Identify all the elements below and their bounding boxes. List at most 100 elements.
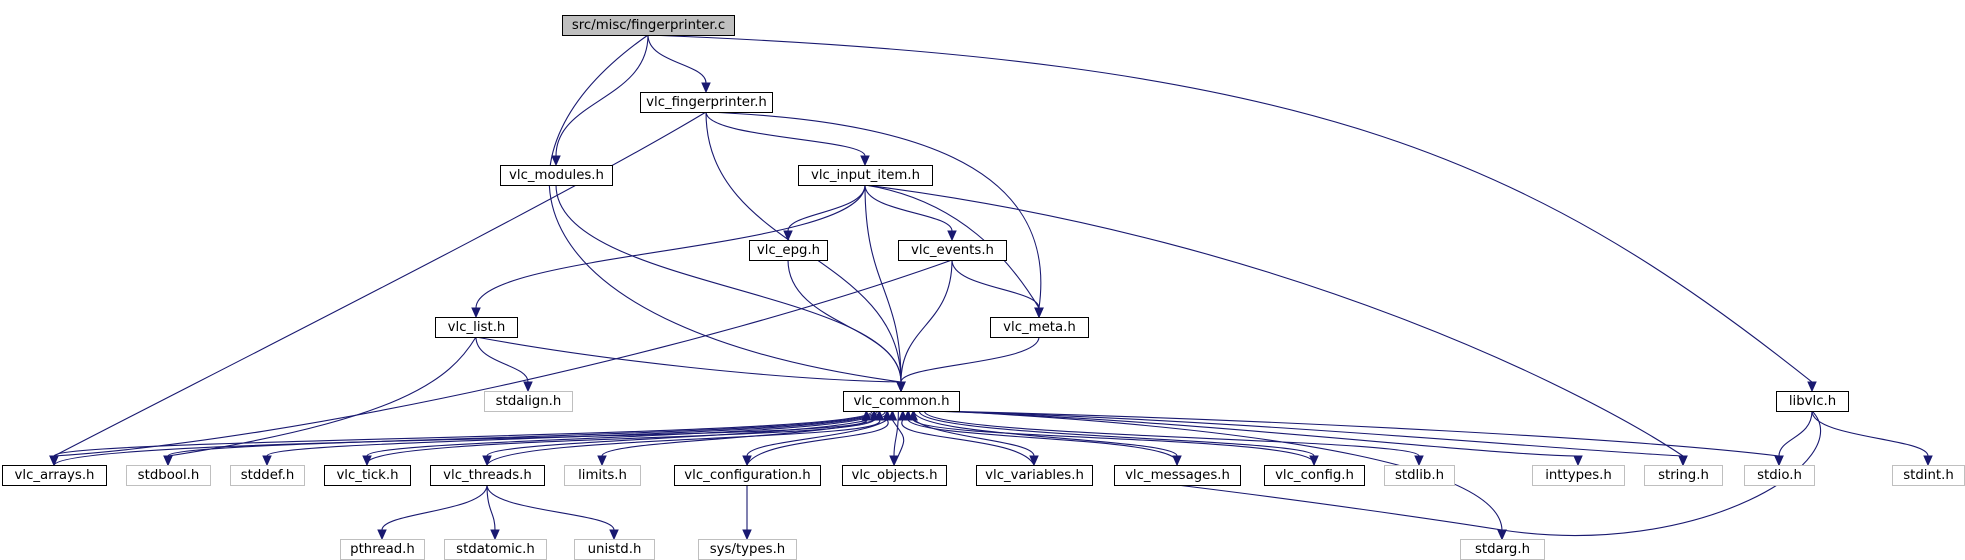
node-vlc-threads-h[interactable]: vlc_threads.h	[430, 465, 545, 486]
edge-line	[486, 410, 886, 457]
arrowhead	[1678, 455, 1688, 467]
arrowhead	[523, 381, 533, 393]
edge-vlc-common-h-to-stdbool-h	[163, 410, 876, 467]
edge-line	[864, 184, 1040, 309]
edge-vlc-common-h-to-stddef-h	[262, 410, 879, 467]
node-box	[500, 165, 613, 186]
node-vlc-objects-h[interactable]: vlc_objects.h	[842, 465, 947, 486]
node-box	[562, 15, 735, 36]
node-stdbool-h: stdbool.h	[126, 465, 211, 486]
node-vlc-events-h[interactable]: vlc_events.h	[898, 240, 1007, 261]
node-box	[564, 465, 641, 486]
edge-line	[366, 410, 881, 457]
edge-root-to-libvlc-h	[647, 34, 1817, 393]
edge-line	[1811, 410, 1929, 457]
edge-line	[486, 484, 615, 531]
node-stdlib-h: stdlib.h	[1384, 465, 1455, 486]
arrowhead	[1034, 307, 1044, 319]
node-label: unistd.h	[588, 542, 642, 557]
edge-vlc-common-h-to-stdio-h	[939, 410, 1784, 467]
node-label: sys/types.h	[710, 542, 786, 557]
edge-line	[548, 34, 902, 383]
node-vlc-arrays-h[interactable]: vlc_arrays.h	[2, 465, 107, 486]
edge-line	[934, 410, 1684, 457]
edge-vlc-threads-h-to-pthread-h	[377, 484, 488, 541]
node-root[interactable]: src/misc/fingerprinter.c	[562, 15, 735, 36]
arrowhead	[742, 529, 752, 541]
edge-vlc-fingerprinter-h-to-vlc-arrays-h	[49, 111, 707, 467]
edge-vlc-meta-h-to-vlc-common-h	[896, 336, 1040, 393]
arrowhead	[1029, 455, 1039, 467]
edge-line	[900, 259, 953, 383]
node-vlc-tick-h[interactable]: vlc_tick.h	[324, 465, 411, 486]
node-box	[990, 317, 1089, 338]
arrowhead	[551, 155, 561, 167]
node-vlc-common-h[interactable]: vlc_common.h	[843, 391, 960, 412]
edge-vlc-common-h-to-inttypes-h	[929, 410, 1583, 467]
node-vlc-config-h[interactable]: vlc_config.h	[1264, 465, 1365, 486]
node-label: stddef.h	[241, 468, 295, 483]
edge-line	[1778, 410, 1813, 457]
edge-line	[891, 419, 905, 466]
node-box	[842, 465, 947, 486]
node-label: vlc_events.h	[911, 243, 994, 258]
edge-vlc-threads-h-to-vlc-common-h	[486, 409, 885, 466]
node-label: vlc_messages.h	[1125, 468, 1230, 483]
edge-vlc-tick-h-to-vlc-common-h	[366, 409, 879, 466]
edge-line	[912, 419, 1315, 466]
node-box	[843, 391, 960, 412]
edge-vlc-common-h-to-stdlib-h	[923, 410, 1424, 467]
node-vlc-input-item-h[interactable]: vlc_input_item.h	[798, 165, 933, 186]
edge-vlc-arrays-h-to-vlc-common-h	[53, 409, 872, 466]
node-label: vlc_variables.h	[985, 468, 1084, 483]
edge-line	[167, 336, 477, 457]
node-box	[798, 165, 933, 186]
node-stddef-h: stddef.h	[230, 465, 305, 486]
node-label: stdalign.h	[496, 394, 562, 409]
edge-line	[951, 259, 1040, 309]
edge-line	[705, 111, 1042, 309]
edge-vlc-variables-h-to-vlc-common-h	[898, 409, 1035, 466]
node-label: stdlib.h	[1395, 468, 1444, 483]
edge-line	[647, 34, 707, 84]
node-libvlc-h[interactable]: libvlc.h	[1776, 391, 1849, 412]
node-stdarg-h: stdarg.h	[1460, 539, 1545, 560]
edge-vlc-input-item-h-to-vlc-list-h	[471, 184, 866, 319]
node-box	[1532, 465, 1625, 486]
node-vlc-fingerprinter-h[interactable]: vlc_fingerprinter.h	[640, 92, 773, 113]
node-vlc-modules-h[interactable]: vlc_modules.h	[500, 165, 613, 186]
node-box	[430, 465, 545, 486]
node-limits-h: limits.h	[564, 465, 641, 486]
node-box	[324, 465, 411, 486]
edge-vlc-events-h-to-vlc-common-h	[896, 259, 953, 393]
edge-root-to-vlc-fingerprinter-h	[647, 34, 711, 94]
edge-line	[907, 419, 1178, 466]
node-vlc-meta-h[interactable]: vlc_meta.h	[990, 317, 1089, 338]
node-string-h: string.h	[1644, 465, 1723, 486]
arrowhead	[874, 409, 885, 421]
node-box	[640, 92, 773, 113]
edge-line	[705, 111, 866, 157]
arrowhead	[482, 455, 492, 467]
edge-line	[893, 410, 899, 457]
edge-line	[167, 410, 876, 457]
node-box	[898, 240, 1007, 261]
node-vlc-list-h[interactable]: vlc_list.h	[435, 317, 518, 338]
node-vlc-configuration-h[interactable]: vlc_configuration.h	[674, 465, 821, 486]
edge-line	[381, 484, 488, 531]
node-vlc-messages-h[interactable]: vlc_messages.h	[1114, 465, 1241, 486]
edge-vlc-epg-h-to-vlc-common-h	[787, 259, 906, 393]
edge-vlc-events-h-to-vlc-meta-h	[951, 259, 1044, 319]
node-label: pthread.h	[350, 542, 415, 557]
edge-line	[53, 111, 707, 457]
arrowhead	[860, 155, 870, 167]
node-vlc-variables-h[interactable]: vlc_variables.h	[976, 465, 1093, 486]
node-vlc-epg-h[interactable]: vlc_epg.h	[749, 240, 828, 261]
edge-line	[900, 336, 1040, 383]
edge-vlc-config-h-to-vlc-common-h	[908, 409, 1315, 466]
edge-line	[923, 410, 1420, 457]
node-label: stdatomic.h	[456, 542, 535, 557]
arrowhead	[597, 455, 607, 467]
arrowhead	[471, 307, 481, 319]
